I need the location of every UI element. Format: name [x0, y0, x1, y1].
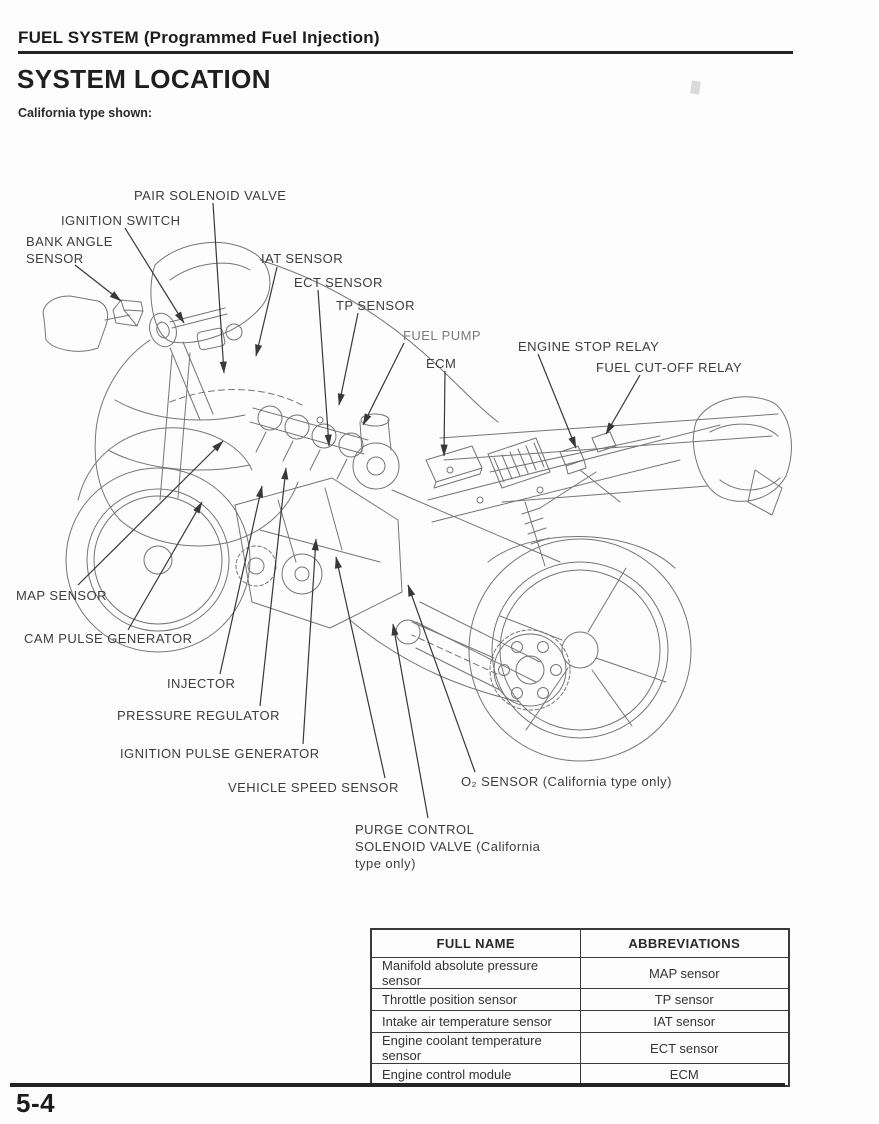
abbreviation-cell: ECT sensor [579, 1032, 790, 1064]
leader-iat-sensor [255, 266, 278, 357]
callout-bank-angle-sensor: BANK ANGLE SENSOR [26, 234, 113, 266]
leader-ignition-pulse-generator [302, 538, 319, 745]
leader-fuel-cut-off-relay [605, 374, 641, 435]
section-title: SYSTEM LOCATION [17, 64, 271, 94]
abbreviation-cell: TP sensor [579, 988, 790, 1011]
callout-iat-sensor: IAT SENSOR [261, 251, 344, 266]
diagram-caption: California type shown: [18, 106, 153, 120]
callout-vehicle-speed-sensor: VEHICLE SPEED SENSOR [228, 780, 399, 795]
table-row: Throttle position sensor TP sensor [370, 988, 790, 1011]
page-number: 5-4 [16, 1088, 56, 1118]
leader-engine-stop-relay [537, 353, 577, 449]
callout-injector: INJECTOR [167, 676, 236, 691]
callout-ignition-switch: IGNITION SWITCH [61, 213, 181, 228]
callout-map-sensor: MAP SENSOR [16, 588, 107, 603]
header-rule [18, 51, 793, 54]
full-name-cell: Manifold absolute pressure sensor [370, 957, 581, 989]
full-name-cell: Intake air temperature sensor [370, 1010, 581, 1033]
abbreviation-cell: MAP sensor [579, 957, 790, 989]
callout-leader-lines [74, 202, 641, 819]
table-row: Intake air temperature sensor IAT sensor [370, 1010, 790, 1033]
table-row: Engine control module ECM [370, 1063, 790, 1087]
full-name-cell: Engine coolant temperature sensor [370, 1032, 581, 1064]
callout-pair-solenoid-valve: PAIR SOLENOID VALVE [134, 188, 287, 203]
leader-map-sensor [77, 440, 224, 586]
leader-tp-sensor [337, 312, 359, 406]
callout-ignition-pulse-generator: IGNITION PULSE GENERATOR [120, 746, 320, 761]
callout-engine-stop-relay: ENGINE STOP RELAY [518, 339, 660, 354]
motorcycle-line-art [42, 241, 792, 762]
leader-ignition-switch [124, 227, 185, 324]
motorcycle-location-diagram [42, 202, 792, 819]
leader-bank-angle-sensor [74, 264, 122, 302]
leader-ecm [440, 370, 448, 457]
leader-pressure-regulator [259, 467, 289, 707]
table-header-row: FULL NAME ABBREVIATIONS [370, 928, 790, 958]
col-header-full-name: FULL NAME [370, 928, 581, 958]
leader-o2-sensor [407, 584, 476, 773]
leader-pair-solenoid-valve [212, 202, 227, 374]
callout-ecm: ECM [426, 356, 457, 371]
abbreviation-cell: IAT sensor [579, 1010, 790, 1033]
callout-fuel-cut-off-relay: FUEL CUT-OFF RELAY [596, 360, 743, 375]
page-header-title: FUEL SYSTEM (Programmed Fuel Injection) [18, 28, 380, 47]
leader-purge-control-solenoid-valve [391, 623, 429, 819]
full-name-cell: Throttle position sensor [370, 988, 581, 1011]
callout-pressure-regulator: PRESSURE REGULATOR [117, 708, 280, 723]
callout-tp-sensor: TP SENSOR [336, 298, 415, 313]
col-header-abbreviations: ABBREVIATIONS [579, 928, 790, 958]
full-name-cell: Engine control module [370, 1063, 581, 1087]
footer-rule [10, 1083, 785, 1087]
abbreviations-table: FULL NAME ABBREVIATIONS Manifold absolut… [370, 928, 790, 1087]
callout-o2-sensor: O₂ SENSOR (California type only) [461, 774, 672, 789]
leader-ect-sensor [317, 289, 332, 447]
callout-purge-control-solenoid-valve: PURGE CONTROL SOLENOID VALVE (California… [355, 822, 541, 871]
callout-fuel-pump: FUEL PUMP [403, 328, 481, 343]
callout-cam-pulse-generator: CAM PULSE GENERATOR [24, 631, 193, 646]
leader-vehicle-speed-sensor [334, 556, 386, 779]
callout-ect-sensor: ECT SENSOR [294, 275, 383, 290]
leader-injector [219, 485, 264, 675]
print-artifact [690, 80, 701, 95]
leader-cam-pulse-generator [127, 501, 203, 631]
table-row: Manifold absolute pressure sensor MAP se… [370, 957, 790, 989]
table-row: Engine coolant temperature sensor ECT se… [370, 1032, 790, 1064]
leader-fuel-pump [362, 342, 405, 426]
